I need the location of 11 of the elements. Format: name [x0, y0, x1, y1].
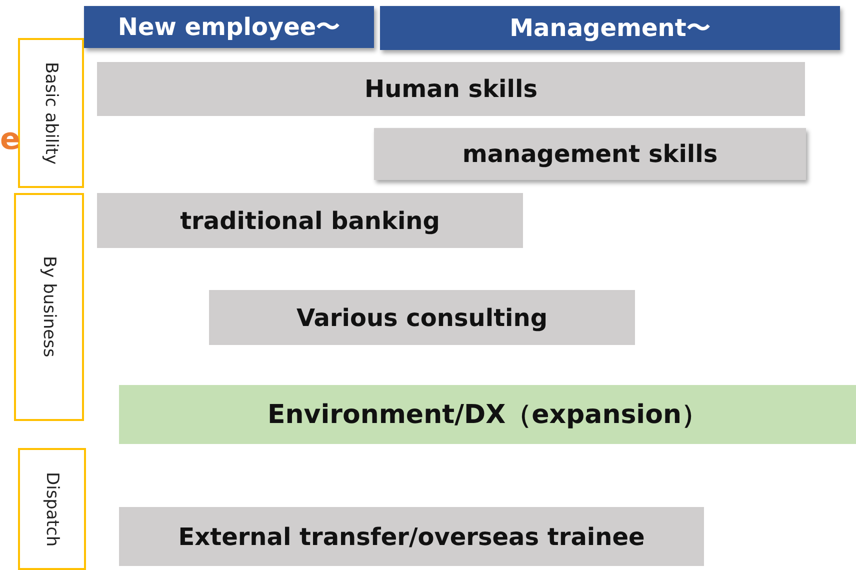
- skill-bar: management skills: [374, 128, 806, 180]
- column-header: Management〜: [380, 6, 840, 50]
- category-label: Dispatch: [18, 448, 86, 570]
- skill-bar: Human skills: [97, 62, 805, 116]
- category-label: By business: [14, 193, 84, 421]
- column-header: New employee〜: [84, 6, 374, 48]
- category-label: Basic ability: [18, 38, 84, 188]
- skill-bar: Various consulting: [209, 290, 635, 345]
- skill-bar: Environment/DX（expansion）: [119, 385, 856, 444]
- skill-bar: External transfer/overseas trainee: [119, 507, 704, 566]
- skill-bar: traditional banking: [97, 193, 523, 248]
